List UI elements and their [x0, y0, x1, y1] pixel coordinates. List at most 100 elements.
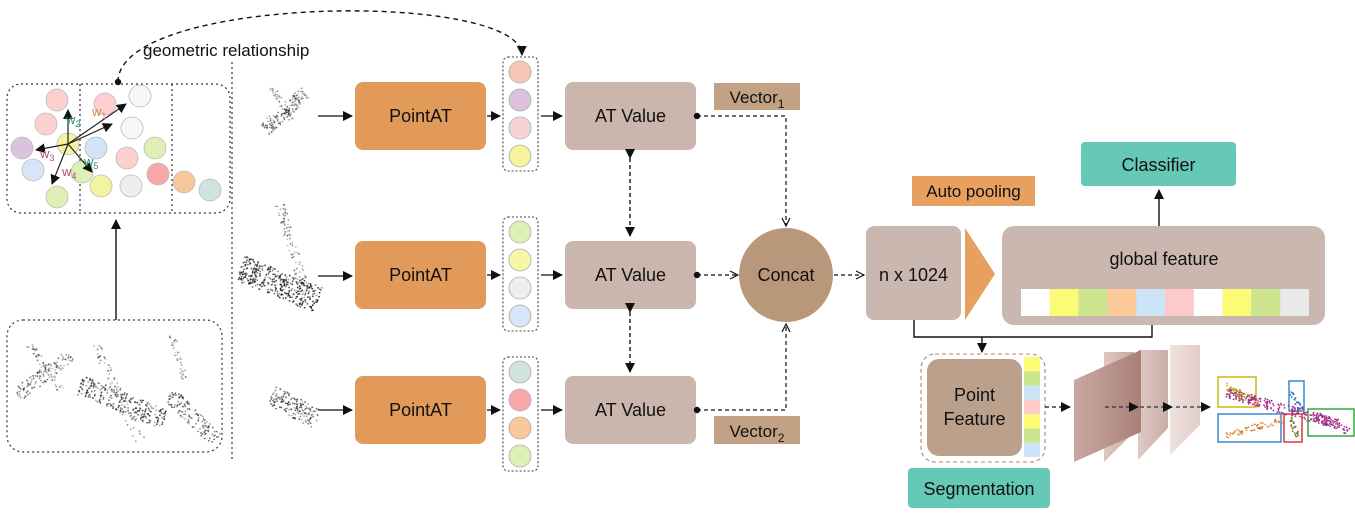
cloud-point — [273, 116, 276, 118]
cloud-point — [113, 389, 115, 391]
at-value-block-2: AT Value — [565, 241, 696, 309]
cloud-point — [204, 424, 206, 427]
cloud-point — [299, 287, 302, 290]
cloud-point — [168, 398, 171, 401]
cloud-point — [267, 281, 269, 284]
cloud-point — [281, 273, 284, 275]
cloud-point — [288, 392, 290, 395]
cloud-point — [47, 363, 50, 366]
cloud-point — [276, 205, 279, 208]
seg-point — [1294, 413, 1297, 416]
cloud-point — [290, 112, 292, 114]
weight-label: w2 — [65, 112, 80, 129]
cloud-point — [132, 426, 135, 429]
seg-point — [1259, 397, 1262, 400]
weight-edge — [67, 103, 127, 145]
cloud-point — [309, 410, 312, 412]
cloud-point — [116, 394, 119, 396]
cloud-point — [256, 279, 259, 282]
seg-point — [1238, 400, 1241, 402]
cloud-point — [154, 405, 157, 407]
cloud-point — [163, 412, 165, 415]
vector1-tag: Vector1 — [714, 83, 800, 111]
cloud-point — [271, 87, 273, 90]
cloud-point — [131, 435, 134, 437]
seg-point — [1272, 403, 1274, 405]
cloud-point — [286, 115, 288, 118]
cloud-point — [171, 406, 173, 409]
cloud-point — [287, 394, 290, 397]
cloud-point — [114, 385, 117, 388]
seg-point — [1229, 434, 1231, 436]
cloud-point — [171, 396, 174, 399]
cloud-point — [301, 293, 304, 295]
seg-point — [1297, 401, 1300, 404]
neighbor-point — [146, 162, 170, 186]
seg-point — [1299, 404, 1302, 406]
cloud-point — [305, 94, 307, 97]
vector2-sub: 2 — [778, 431, 785, 445]
cloud-point — [36, 371, 39, 374]
cloud-point — [47, 363, 50, 365]
cloud-point — [268, 271, 271, 273]
cloud-point — [279, 280, 282, 282]
seg-point — [1343, 429, 1346, 431]
cloud-point — [244, 263, 247, 266]
cloud-point — [157, 417, 160, 420]
cloud-point — [113, 378, 115, 381]
cloud-point — [265, 124, 268, 127]
neighbor-point — [84, 136, 108, 160]
cloud-point — [249, 275, 252, 277]
cloud-point — [284, 111, 287, 114]
cloud-point — [138, 430, 141, 433]
cloud-point — [207, 426, 210, 429]
cloud-point — [172, 344, 175, 347]
cloud-point — [40, 366, 43, 368]
cloud-point — [108, 386, 111, 389]
cloud-point — [238, 271, 241, 274]
cloud-point — [33, 386, 36, 388]
cloud-point — [181, 377, 184, 380]
cloud-point — [244, 274, 247, 277]
cloud-point — [305, 96, 308, 98]
cloud-point — [288, 109, 291, 112]
seg-point — [1295, 435, 1297, 438]
cloud-point — [304, 276, 307, 279]
cloud-point — [154, 413, 157, 416]
seg-point — [1317, 422, 1320, 424]
seg-point — [1244, 427, 1247, 430]
cloud-point — [305, 289, 308, 292]
layer-plane-3 — [1170, 345, 1200, 455]
cloud-point — [315, 419, 318, 422]
cloud-point — [141, 413, 144, 415]
cloud-point — [287, 109, 290, 112]
cloud-point — [238, 276, 241, 279]
cloud-point — [71, 360, 73, 362]
cloud-point — [134, 407, 137, 409]
cloud-point — [302, 290, 305, 293]
cloud-point — [307, 413, 310, 416]
seg-point — [1291, 417, 1293, 420]
cloud-point — [119, 389, 122, 391]
cloud-point — [181, 405, 184, 408]
seg-point — [1245, 397, 1248, 400]
cloud-point — [30, 386, 33, 389]
seg-point — [1238, 390, 1240, 393]
cloud-point — [291, 98, 294, 101]
cloud-point — [305, 97, 308, 99]
cloud-point — [169, 335, 172, 337]
cloud-point — [283, 392, 286, 395]
cloud-point — [270, 124, 273, 127]
feature-dot — [508, 304, 532, 328]
cloud-point — [255, 270, 258, 272]
cloud-point — [42, 373, 45, 376]
cloud-point — [38, 369, 41, 372]
cloud-point — [285, 278, 287, 281]
cloud-point — [276, 97, 279, 100]
seg-point — [1346, 428, 1348, 431]
cloud-point — [282, 395, 285, 398]
classifier-block: Classifier — [1081, 142, 1236, 186]
cloud-point — [296, 398, 299, 401]
cloud-point — [277, 396, 279, 399]
cloud-point — [297, 99, 300, 102]
